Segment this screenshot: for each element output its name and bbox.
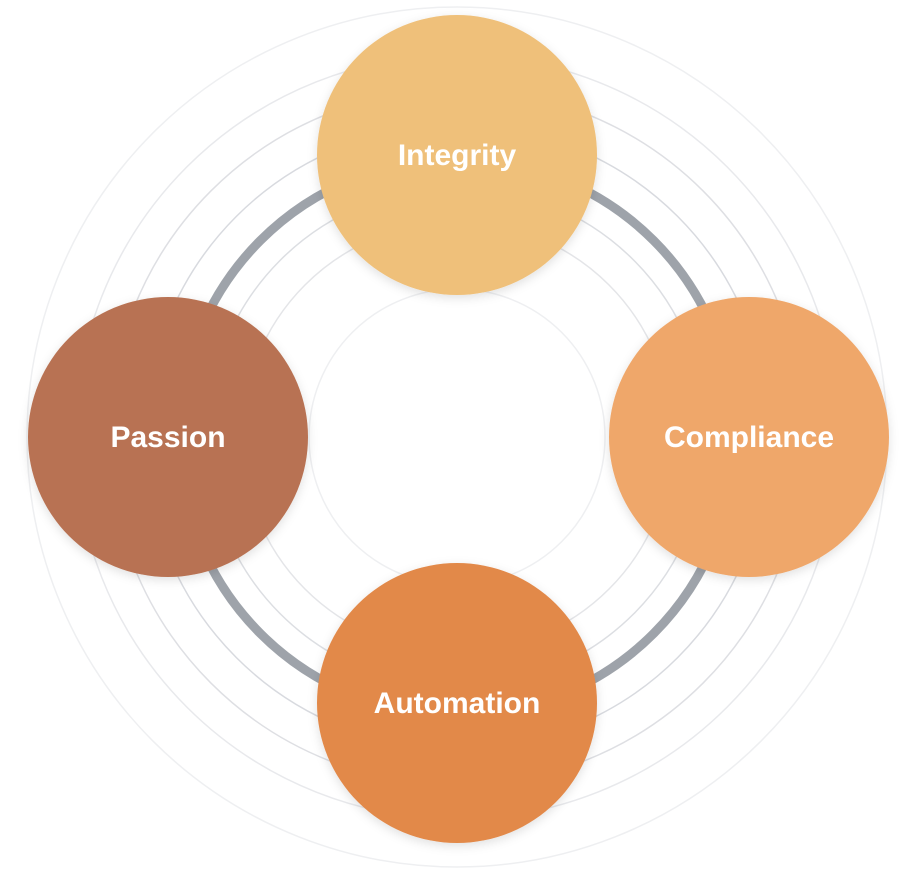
node-automation: Automation [317, 563, 597, 843]
guide-ring-inner [308, 288, 606, 586]
node-integrity: Integrity [317, 15, 597, 295]
node-integrity-label: Integrity [398, 139, 517, 172]
node-passion-circle [28, 297, 308, 577]
node-passion-label: Passion [110, 421, 225, 454]
node-compliance-circle [609, 297, 889, 577]
node-compliance: Compliance [609, 297, 889, 577]
node-compliance-label: Compliance [664, 421, 834, 454]
node-integrity-circle [317, 15, 597, 295]
node-automation-circle [317, 563, 597, 843]
node-automation-label: Automation [374, 687, 541, 720]
node-passion: Passion [28, 297, 308, 577]
